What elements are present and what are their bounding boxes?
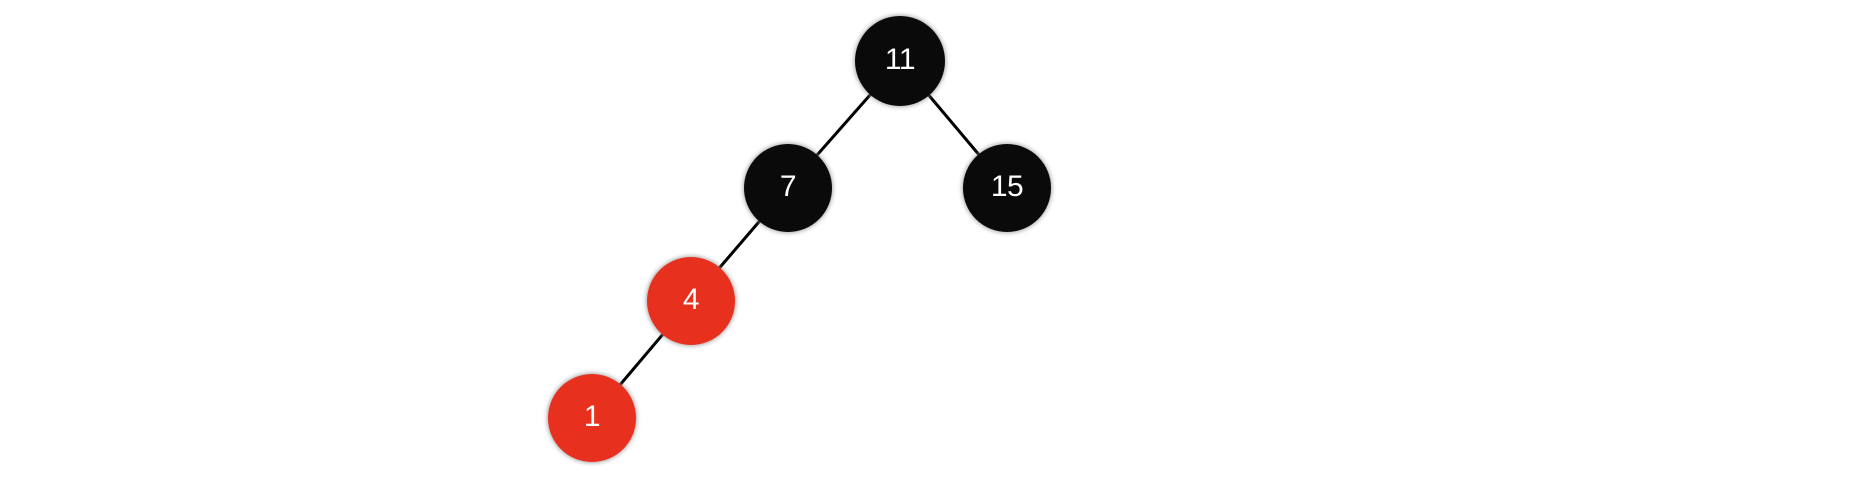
- tree-node-label: 7: [779, 170, 797, 203]
- tree-node-11[interactable]: 11: [855, 16, 945, 106]
- tree-node-15[interactable]: 15: [963, 144, 1051, 232]
- tree-node-4[interactable]: 4: [647, 257, 735, 345]
- tree-node-label: 11: [884, 43, 916, 76]
- tree-node-7[interactable]: 7: [744, 144, 832, 232]
- tree-node-label: 15: [990, 170, 1024, 203]
- tree-node-1[interactable]: 1: [548, 374, 636, 462]
- tree-node-label: 1: [583, 400, 601, 433]
- tree-node-label: 4: [682, 283, 700, 316]
